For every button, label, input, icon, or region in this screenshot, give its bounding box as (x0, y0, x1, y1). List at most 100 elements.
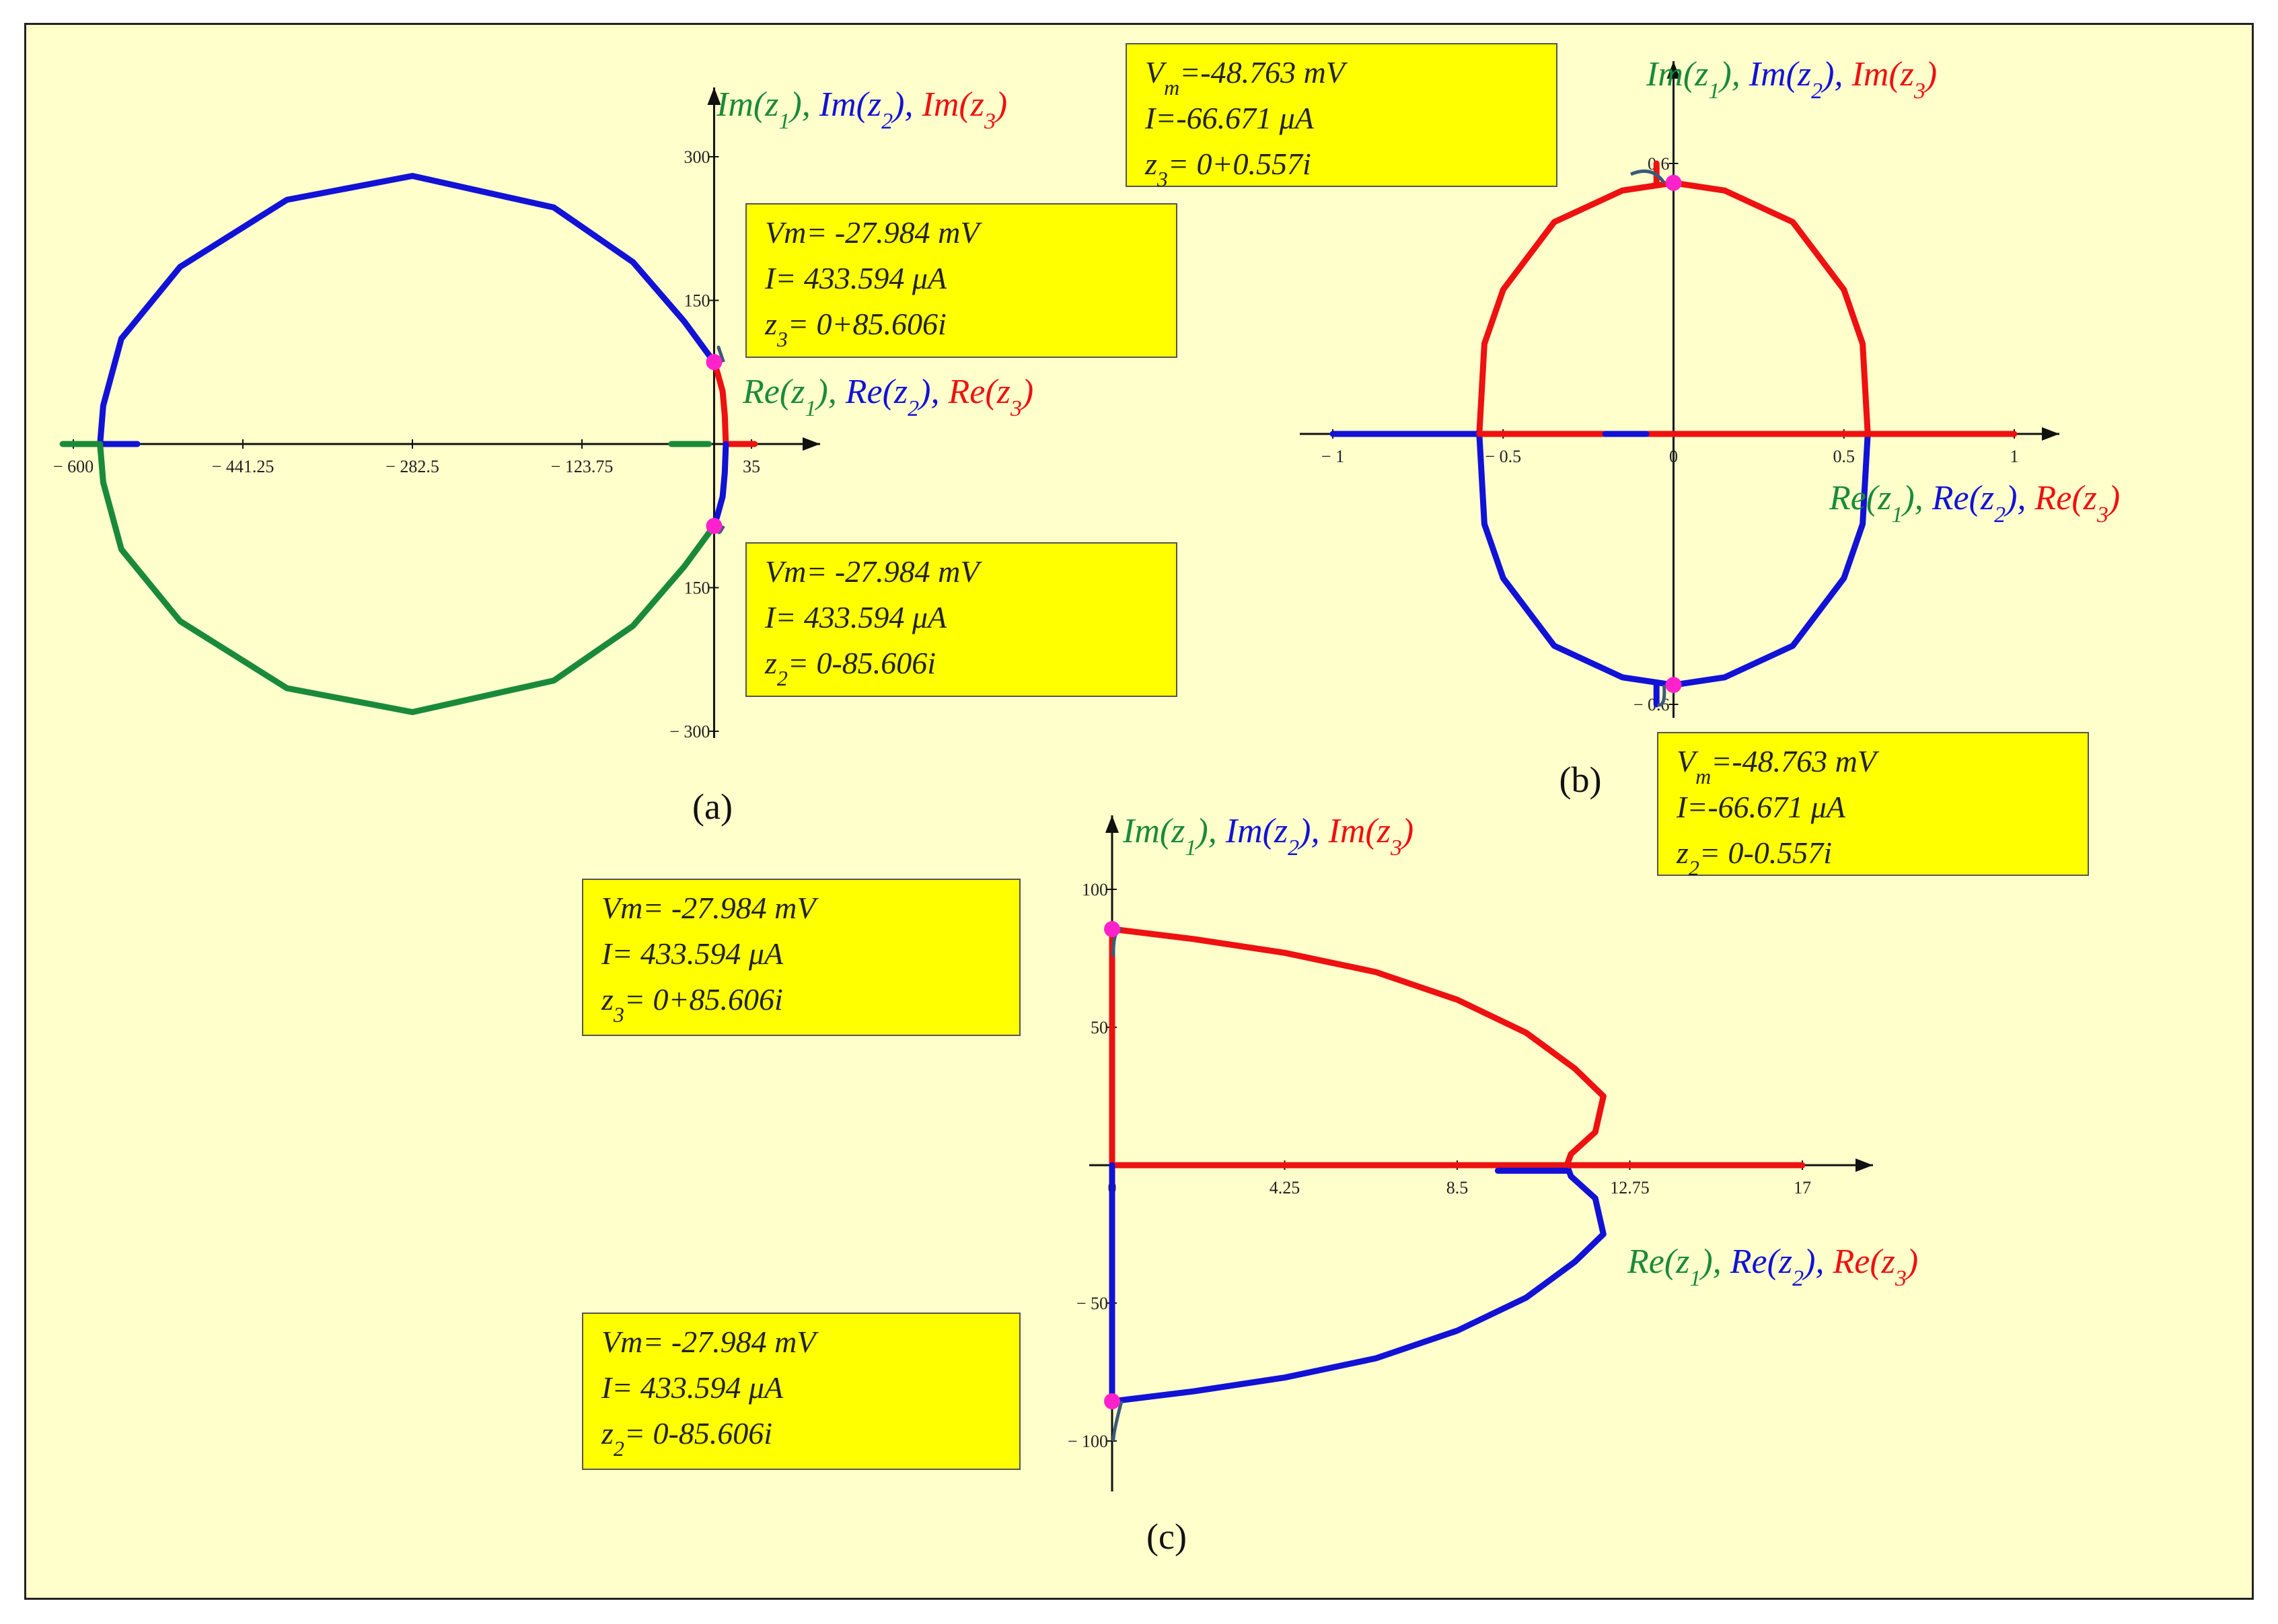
x-tick-label: 17 (1794, 1178, 1811, 1197)
callout-text: z (601, 982, 614, 1017)
axis-label-subscript: 1 (1689, 1266, 1701, 1291)
axis-label-part: Im(z (1851, 55, 1914, 94)
x-tick-label: 8.5 (1446, 1178, 1469, 1197)
axis-label-part: Re(z (1932, 479, 1994, 517)
callout-line: Vm=-48.763 mV (1677, 744, 1880, 788)
callout-subscript: 2 (777, 666, 788, 690)
axis-label-part: Im(z (1122, 812, 1185, 850)
callout-subscript: 2 (614, 1436, 624, 1461)
x-tick-label: − 123.75 (551, 457, 614, 476)
axis-label-part: Im(z (1328, 812, 1391, 850)
axis-label-part: ), (2004, 479, 2034, 517)
x-axis-label: Re(z1), Re(z2), Re(z3) (742, 373, 1033, 421)
callout-text: V (1145, 55, 1167, 89)
x-axis-arrow-icon (803, 437, 820, 451)
axis-label-part: ), (917, 373, 948, 411)
x-tick-label: 35 (743, 457, 760, 476)
axis-label-part: ), (788, 85, 819, 124)
callout-z-value: z2= 0-0.557i (1676, 836, 1832, 880)
y-tick-label: 100 (1082, 880, 1108, 899)
y-tick-label: − 50 (1076, 1294, 1108, 1313)
callout-box (582, 1313, 1021, 1470)
axis-label-part: ), (814, 373, 845, 411)
axis-label-subscript: 2 (908, 396, 919, 421)
point-marker (1104, 1393, 1120, 1409)
axis-label-subscript: 1 (1185, 836, 1196, 860)
axis-label-subscript: 1 (778, 109, 790, 134)
x-axis-label: Re(z1), Re(z2), Re(z3) (1627, 1243, 1918, 1291)
axis-label-subscript: 2 (881, 109, 893, 134)
series-z3-line (1109, 926, 1607, 1169)
callout-text: z (601, 1416, 614, 1450)
series-z2-line (1109, 1162, 1607, 1405)
axis-label-part: Im(z (922, 85, 984, 124)
y-tick-label: 150 (684, 579, 710, 598)
axis-label-subscript: 3 (1390, 836, 1402, 860)
callout-z-value: z3= 0+0.557i (1144, 147, 1311, 191)
axis-label-part: Re(z (845, 373, 908, 411)
callout-line: I=-66.671 μA (1676, 790, 1846, 824)
callout-line: Vm=-48.763 mV (1145, 55, 1348, 100)
callout-z-value: z3= 0+85.606i (764, 307, 947, 351)
axis-label-part: ) (994, 85, 1007, 124)
axis-label-part: Im(z (1646, 55, 1708, 94)
callout-line: Vm= -27.984 mV (601, 891, 819, 925)
x-axis-arrow-icon (2042, 427, 2059, 441)
point-marker (706, 517, 723, 534)
axis-label-subscript: 3 (1895, 1266, 1907, 1291)
callout-line: Vm= -27.984 mV (765, 215, 982, 250)
axis-label-subscript: 1 (805, 396, 816, 421)
point-marker (1665, 677, 1682, 694)
axis-label-part: Re(z (742, 373, 805, 411)
callout-box (745, 542, 1177, 697)
axis-label-part: Re(z (1730, 1243, 1792, 1281)
callout-box (1657, 732, 2089, 876)
x-tick-label: − 600 (53, 457, 94, 476)
point-marker (1665, 174, 1682, 191)
axis-label-subscript: 1 (1708, 79, 1720, 104)
axis-label-part: ), (891, 85, 922, 124)
callout-subscript: 3 (613, 1002, 624, 1027)
callout-text: z (1676, 836, 1689, 870)
axis-label-subscript: 2 (1994, 503, 2006, 527)
callout-subscript: 3 (776, 327, 788, 351)
callout-line: I=-66.671 μA (1144, 101, 1315, 135)
axis-label-part: Re(z (2034, 479, 2096, 517)
axis-label-part: ), (1802, 1243, 1833, 1281)
axis-label-part: ) (1923, 55, 1937, 94)
x-axis-arrow-icon (1856, 1158, 1873, 1172)
y-axis-arrow-icon (1105, 815, 1119, 833)
callout-arrow (717, 345, 725, 363)
callout-text: V (1677, 744, 1699, 778)
axis-label-part: ), (1821, 55, 1851, 94)
callout-text: = 0+85.606i (788, 307, 947, 341)
callout-text: z (1144, 147, 1157, 181)
axis-label-part: Re(z (1627, 1243, 1689, 1281)
axis-label-subscript: 3 (1010, 396, 1022, 421)
axis-label-part: ) (1020, 373, 1033, 411)
axis-label-subscript: 1 (1891, 503, 1903, 527)
panel-label: (c) (1146, 1516, 1187, 1557)
series-z1-line (59, 441, 717, 715)
axis-label-subscript: 3 (1913, 79, 1925, 104)
callout-arrow (1656, 685, 1666, 707)
y-tick-label: − 100 (1068, 1432, 1108, 1451)
x-tick-label: − 282.5 (385, 457, 439, 476)
x-tick-label: 4.25 (1270, 1178, 1300, 1197)
axis-label-part: ), (1297, 812, 1328, 850)
callout-line: I= 433.594 μA (764, 261, 947, 295)
y-axis-arrow-icon (707, 87, 721, 105)
callout-arrow (1111, 1401, 1124, 1442)
axis-label-part: Re(z (1832, 1243, 1895, 1281)
axis-label-part: ), (1718, 55, 1749, 94)
point-marker (1104, 921, 1120, 938)
x-tick-label: 12.75 (1610, 1178, 1650, 1197)
callout-text: =-48.763 mV (1711, 744, 1880, 778)
y-axis-label: Im(z1), Im(z2), Im(z3) (1122, 812, 1413, 860)
callout-box (582, 879, 1021, 1036)
callout-text: = 0+85.606i (624, 982, 783, 1017)
callout-z-value: z2= 0-85.606i (601, 1416, 772, 1461)
callout-text: = 0-85.606i (624, 1416, 772, 1450)
